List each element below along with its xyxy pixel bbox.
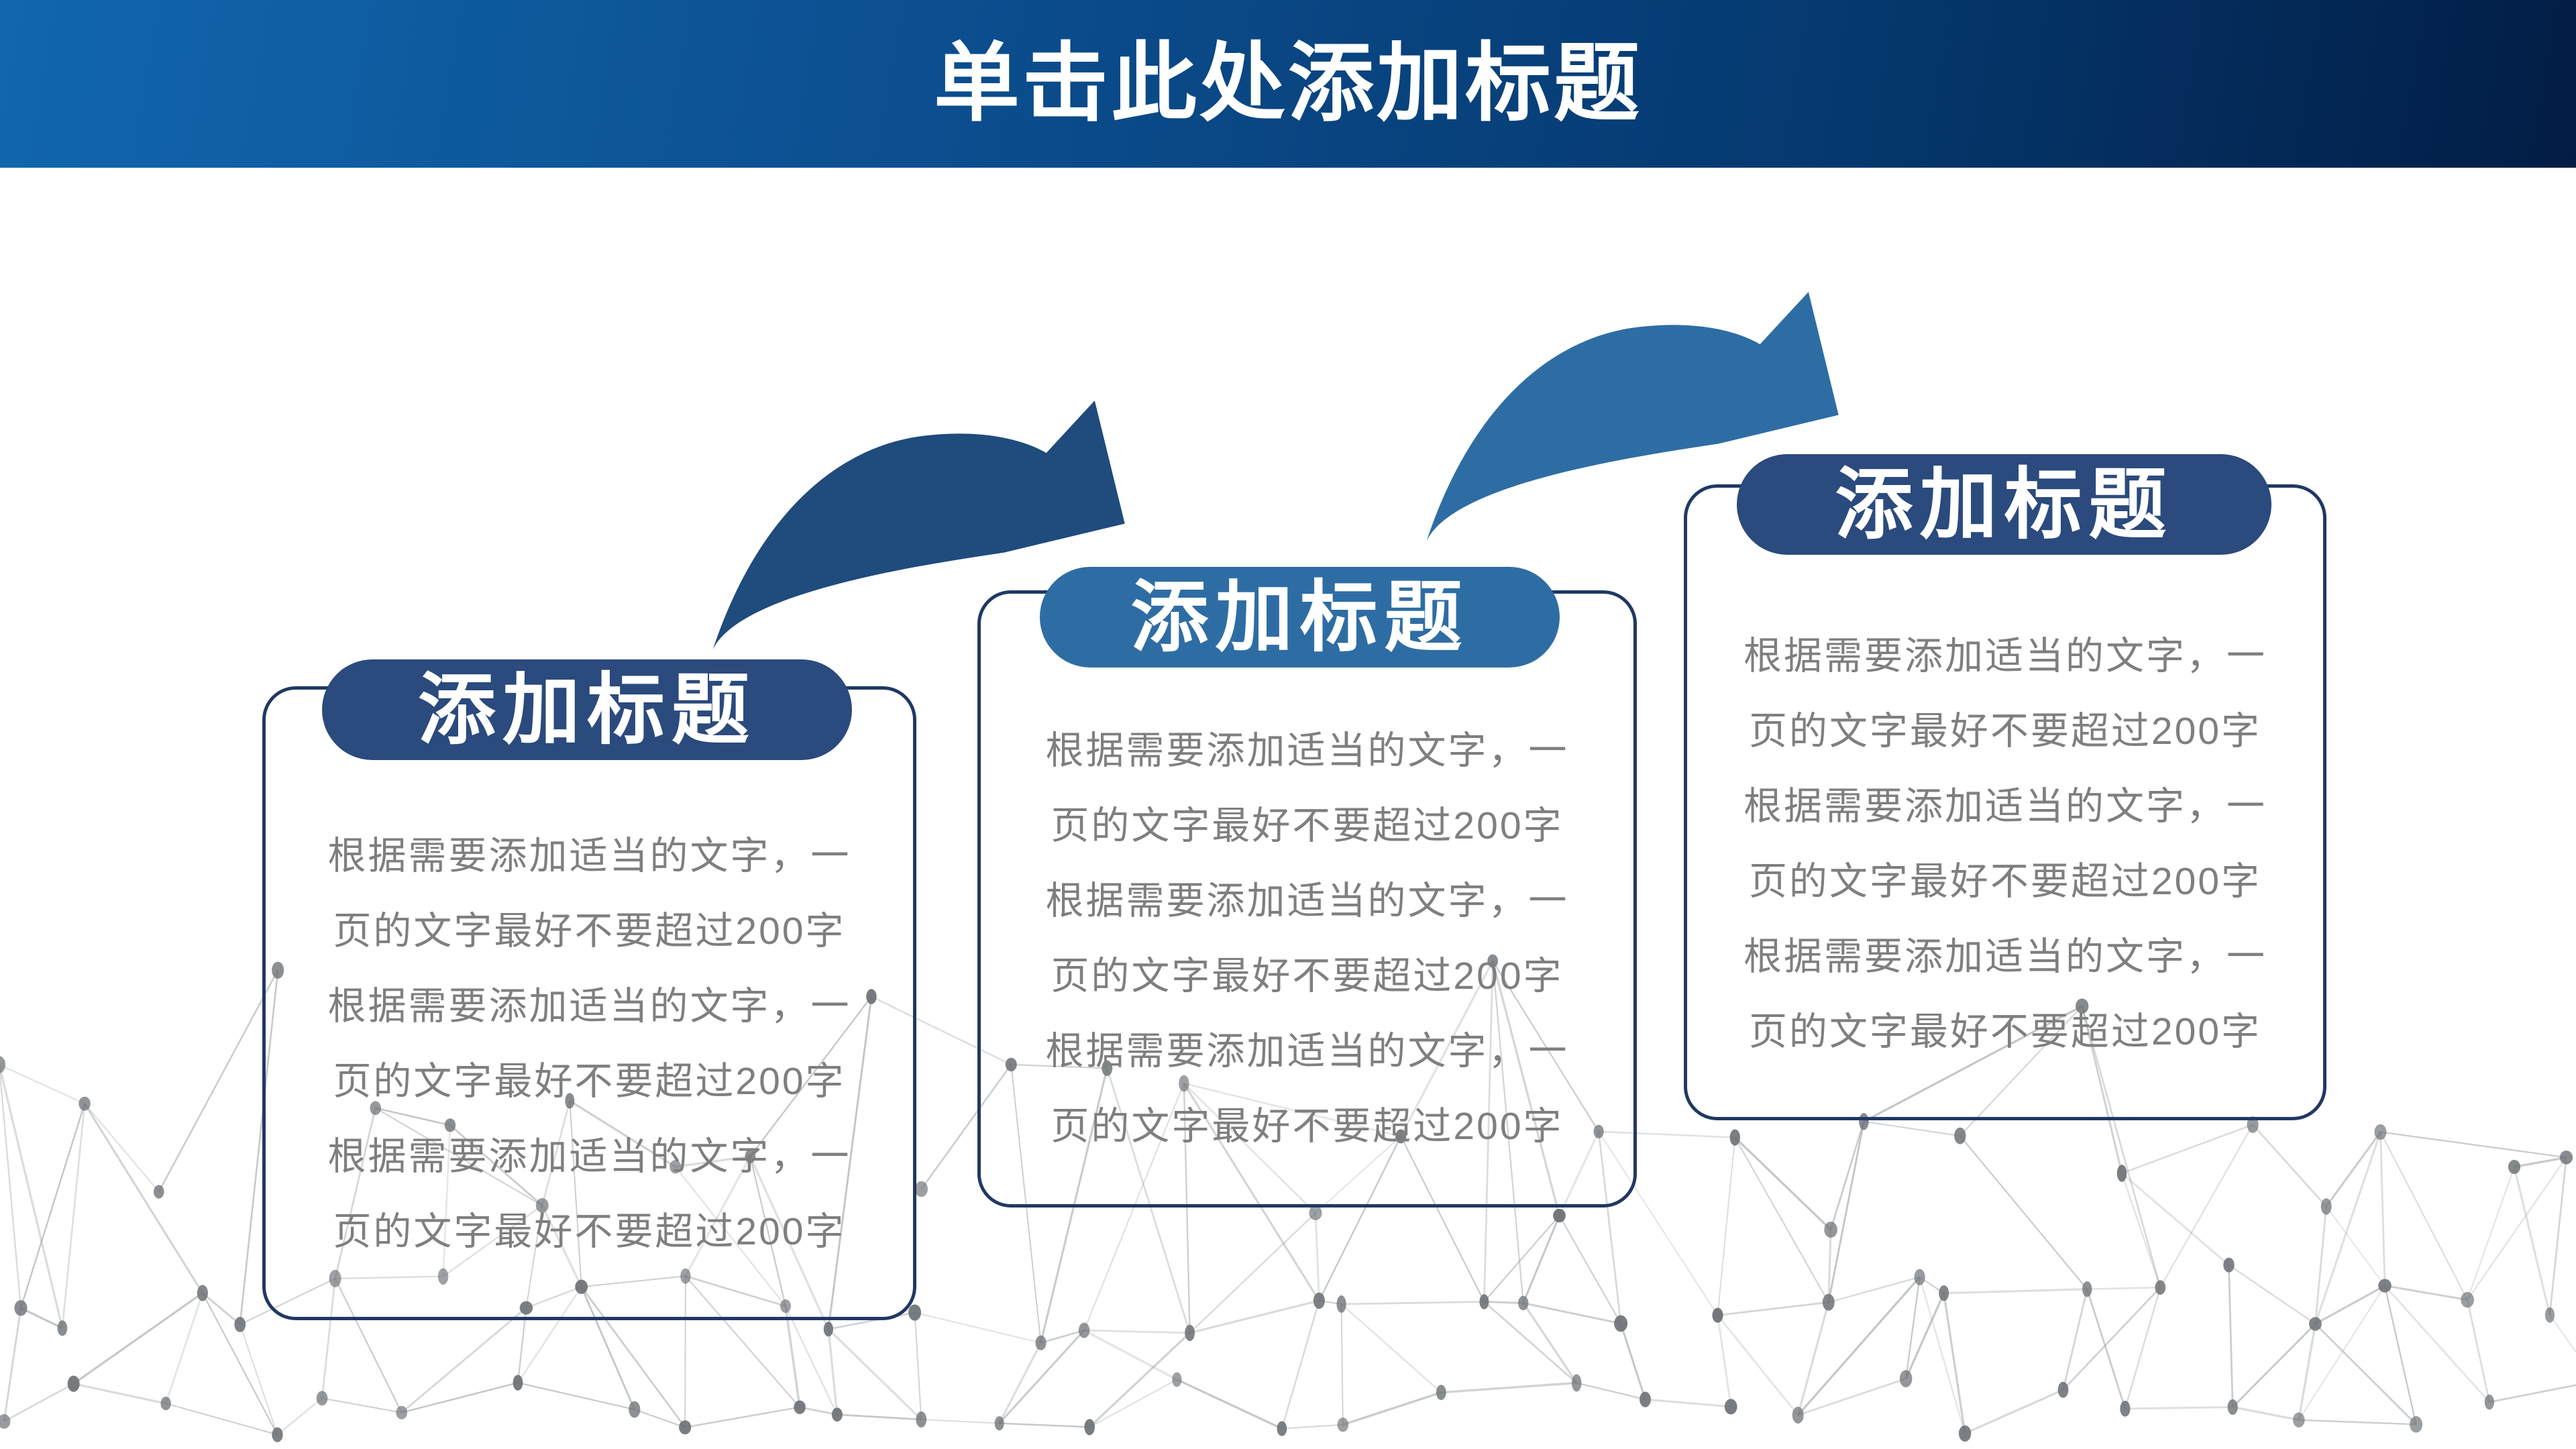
step-card-1[interactable]: 添加标题 根据需要添加适当的文字，一 页的文字最好不要超过200字 根据需要添加… [262, 659, 916, 1320]
card-3-title-pill[interactable]: 添加标题 [1737, 454, 2271, 555]
card-3-body-text[interactable]: 根据需要添加适当的文字，一 页的文字最好不要超过200字 根据需要添加适当的文字… [1743, 635, 2267, 1053]
card-1-body-text[interactable]: 根据需要添加适当的文字，一 页的文字最好不要超过200字 根据需要添加适当的文字… [327, 835, 851, 1253]
step-card-3[interactable]: 添加标题 根据需要添加适当的文字，一 页的文字最好不要超过200字 根据需要添加… [1684, 454, 2326, 1120]
card-2-title: 添加标题 [1130, 574, 1469, 661]
card-1-title: 添加标题 [418, 666, 756, 753]
slide-title-placeholder[interactable]: 单击此处添加标题 [933, 36, 1642, 131]
card-3-title: 添加标题 [1835, 461, 2174, 548]
curved-arrow-icon [1426, 292, 1839, 541]
card-2-title-pill[interactable]: 添加标题 [1040, 567, 1560, 667]
card-2-body-text[interactable]: 根据需要添加适当的文字，一 页的文字最好不要超过200字 根据需要添加适当的文字… [1045, 729, 1569, 1148]
header-band: 单击此处添加标题 [0, 0, 2576, 168]
step-card-2[interactable]: 添加标题 根据需要添加适当的文字，一 页的文字最好不要超过200字 根据需要添加… [977, 567, 1637, 1208]
card-1-title-pill[interactable]: 添加标题 [322, 659, 852, 760]
curved-arrow-icon [712, 400, 1125, 650]
